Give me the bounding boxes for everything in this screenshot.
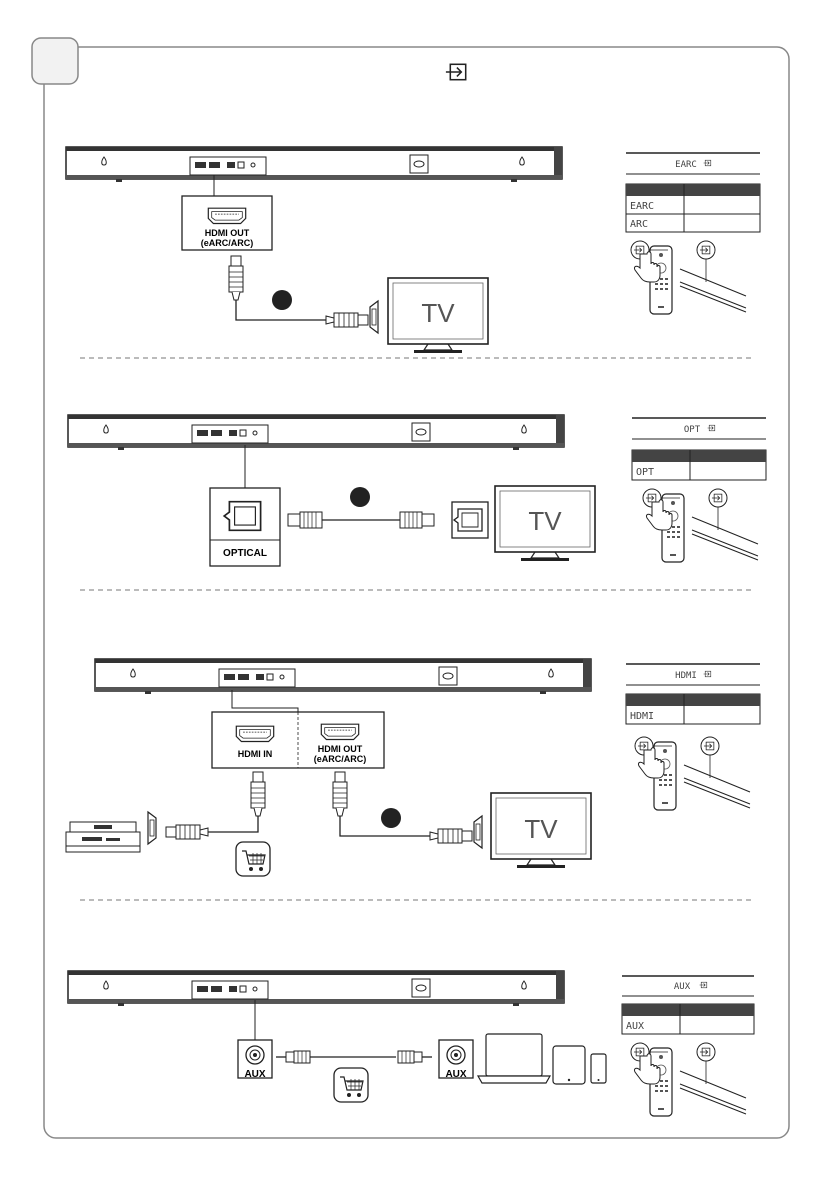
tv-label: TV [421,298,455,328]
display-text: HDMI [675,671,697,681]
port-label: OPTICAL [223,548,267,559]
tv-label: TV [524,814,558,844]
laptop-icon [478,1034,550,1083]
soundbar [68,971,564,1006]
step-marker [272,290,292,310]
tv-hdmi-socket [370,301,378,333]
port-label: HDMI OUT [205,228,250,238]
player-hdmi-socket [148,812,156,844]
mode-row: AUX [626,1021,644,1032]
display-text: EARC [675,160,697,170]
port-label: HDMI OUT [318,744,363,754]
shopping-cart-icon [236,842,270,876]
media-player [66,822,140,852]
tv-optical-port [454,509,482,531]
soundbar [66,147,562,182]
port-label: AUX [244,1069,265,1080]
port-label-sub: (eARC/ARC) [201,238,254,248]
mode-row: HDMI [630,711,654,722]
step-marker [350,487,370,507]
port-label: AUX [445,1069,466,1080]
mode-row: OPT [636,467,654,478]
mode-row: EARC [630,201,654,212]
shopping-cart-icon [334,1068,368,1102]
soundbar [95,659,591,694]
port-label-sub: (eARC/ARC) [314,754,367,764]
tv-hdmi-socket [474,816,482,848]
hdmi-port-icon [208,208,245,223]
tablet-icon [553,1046,585,1084]
display-text: AUX [674,982,691,992]
hdmi-out-port-icon [321,724,358,739]
phone-icon [591,1054,606,1083]
hdmi-in-port-icon [236,726,273,741]
soundbar [68,415,564,450]
step-badge [32,38,78,84]
tv-label: TV [528,506,562,536]
port-label: HDMI IN [238,749,273,759]
mode-row: ARC [630,219,648,230]
step-marker [381,808,401,828]
optical-port-icon [224,502,260,531]
display-text: OPT [684,425,701,435]
